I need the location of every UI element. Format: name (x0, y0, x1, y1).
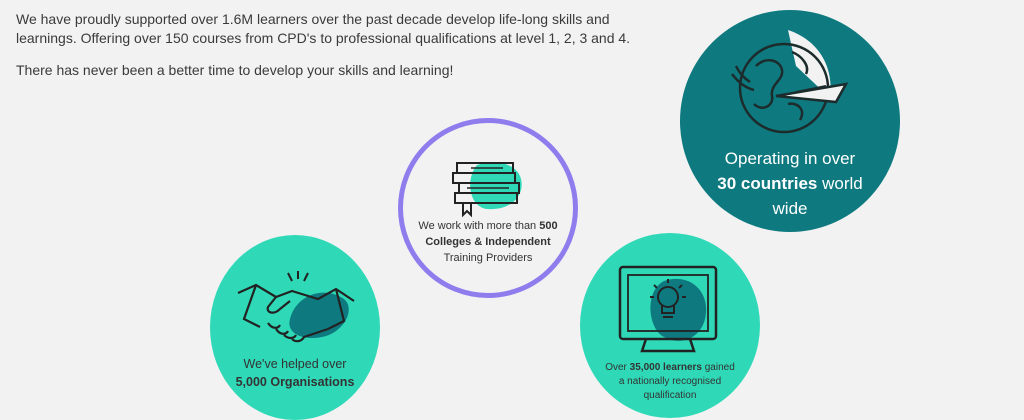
organisations-stat-text: We've helped over 5,000 Organisations (210, 355, 380, 391)
countries-line-3: wide (772, 199, 808, 218)
learners-bold: 35,000 learners (629, 362, 702, 373)
intro-text: We have proudly supported over 1.6M lear… (16, 10, 666, 93)
countries-stat-text: Operating in over 30 countries world wid… (680, 146, 900, 221)
organisations-stat-circle: We've helped over 5,000 Organisations (210, 235, 380, 420)
organisations-bold: 5,000 Organisations (235, 375, 355, 389)
countries-bold: 30 countries (717, 174, 818, 193)
colleges-prefix: We work with more than (418, 220, 540, 232)
intro-paragraph-1: We have proudly supported over 1.6M lear… (16, 11, 631, 46)
learners-line-2: a nationally recognised (618, 376, 722, 387)
books-icon (451, 159, 531, 224)
monitor-lightbulb-icon (614, 263, 726, 362)
handshake-icon (232, 267, 360, 356)
organisations-line-1: We've helped over (243, 357, 347, 371)
learners-stat-text: Over 35,000 learners gained a nationally… (580, 361, 760, 403)
colleges-stat-text: We work with more than 500 Colleges & In… (403, 218, 573, 266)
colleges-number: 500 (539, 220, 558, 232)
learners-line-3: qualification (643, 390, 697, 401)
learners-prefix: Over (605, 362, 630, 373)
countries-line-1: Operating in over (724, 149, 856, 168)
globe-plane-icon (726, 26, 854, 147)
learners-stat-circle: Over 35,000 learners gained a nationally… (580, 233, 760, 418)
colleges-stat-circle: We work with more than 500 Colleges & In… (398, 118, 578, 298)
countries-line-2: world (817, 174, 863, 193)
colleges-line-3: Training Providers (443, 252, 533, 264)
colleges-bold-line: Colleges & Independent (425, 236, 551, 248)
learners-suffix: gained (701, 362, 735, 373)
countries-stat-circle: Operating in over 30 countries world wid… (680, 10, 900, 232)
intro-paragraph-2: There has never been a better time to de… (16, 62, 454, 78)
